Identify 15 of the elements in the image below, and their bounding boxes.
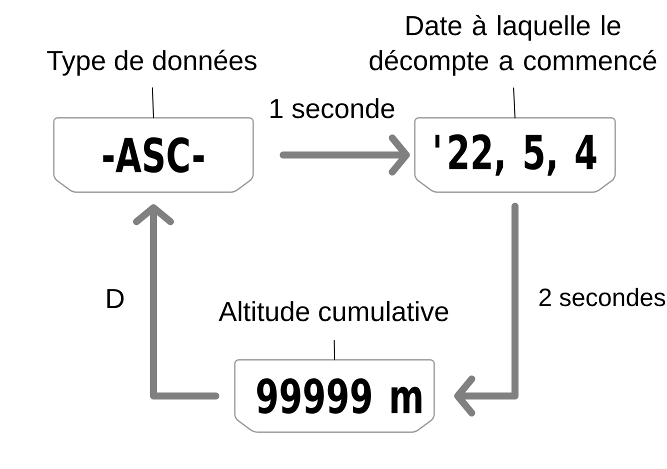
- edge-label: D: [104, 288, 126, 309]
- edge-label: 2 secondes: [537, 286, 667, 308]
- leader-line: [334, 340, 335, 360]
- lcd-display: '22, 5, 4: [414, 117, 616, 193]
- label-text: Type de données: [47, 50, 256, 76]
- arrow: [280, 134, 410, 176]
- edge-label: 1 seconde: [268, 97, 396, 120]
- lcd-display: 99999 m: [234, 359, 435, 433]
- label-text: Date à laquelle le décompte a commencé: [370, 14, 656, 76]
- lcd-display: -ASC-: [53, 117, 254, 193]
- leader-line: [513, 87, 516, 118]
- arrow: [454, 202, 518, 416]
- leader-line: [152, 87, 154, 118]
- label-text: Altitude cumulative: [218, 301, 448, 322]
- arrow: [133, 204, 220, 400]
